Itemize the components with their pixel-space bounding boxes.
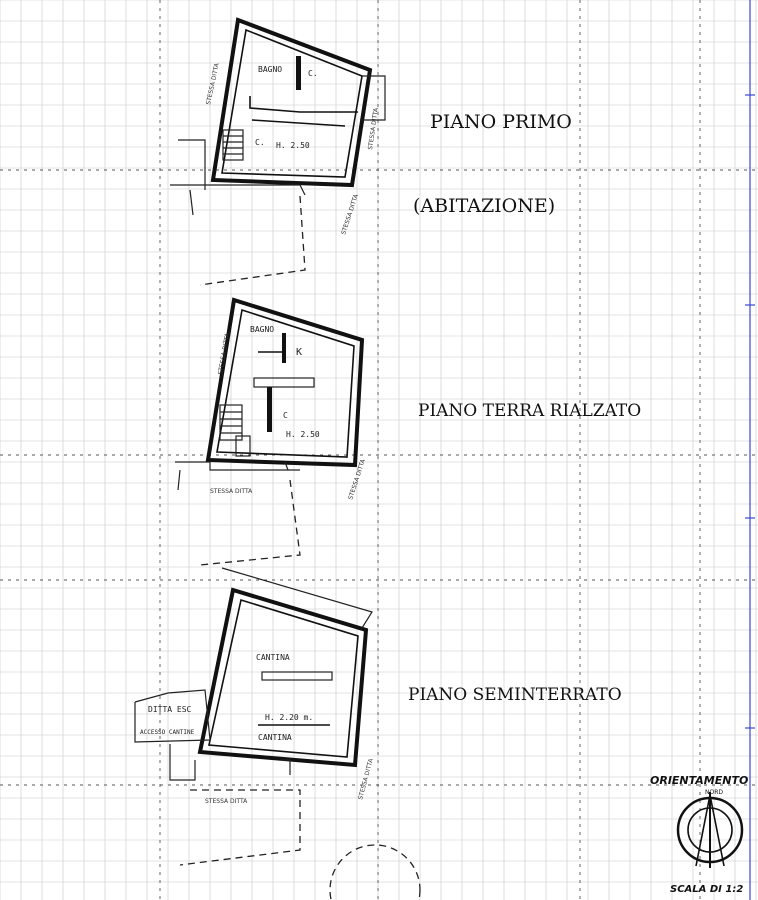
neighbour-label: STESSA DITTA (205, 798, 248, 805)
staircase (219, 404, 243, 441)
room-height: H. 2.20 m. (265, 713, 313, 722)
neighbour-label: STESSA DITTA (205, 62, 221, 106)
orientation-label: ORIENTAMENTO (650, 774, 748, 787)
room-height: H. 2.50 (276, 141, 310, 150)
north-arrow (676, 792, 744, 868)
plan-piano-primo (170, 17, 386, 286)
room-label: BAGNO (250, 325, 274, 334)
partition-wall (296, 56, 301, 90)
room-label: DITTA ESC (148, 705, 192, 714)
room-label: CANTINA (258, 733, 292, 742)
partition-wall (261, 671, 333, 681)
neighbour-label: STESSA DITTA (210, 488, 253, 495)
floor-title: PIANO PRIMO (430, 111, 572, 133)
neighbour-label: STESSA DITTA (357, 757, 375, 800)
margin-line (745, 0, 755, 900)
partition-wall (253, 377, 315, 388)
partition-wall (267, 387, 272, 432)
room-label: ACCESSO CANTINE (140, 729, 195, 736)
room-label: C (283, 411, 288, 420)
room-label: C. (308, 69, 318, 78)
room-height: H. 2.50 (286, 430, 320, 439)
room-label: BAGNO (258, 65, 282, 74)
partition-wall (282, 333, 286, 363)
room-label: C. (255, 138, 265, 147)
plan-piano-terra-rialzato (175, 297, 365, 566)
room-label: CANTINA (256, 653, 290, 662)
room-label: K (296, 347, 302, 358)
floor-title: PIANO SEMINTERRATO (408, 685, 622, 705)
plan-piano-seminterrato (134, 567, 421, 900)
neighbour-label: STESSA DITTA (217, 332, 231, 376)
orientation-sublabel: NORD (705, 789, 723, 796)
staircase (222, 129, 244, 161)
floor-title: PIANO TERRA RIALZATO (418, 401, 641, 421)
floor-subtitle: (ABITAZIONE) (413, 195, 555, 217)
scale-label: SCALA DI 1:2 (670, 884, 743, 895)
